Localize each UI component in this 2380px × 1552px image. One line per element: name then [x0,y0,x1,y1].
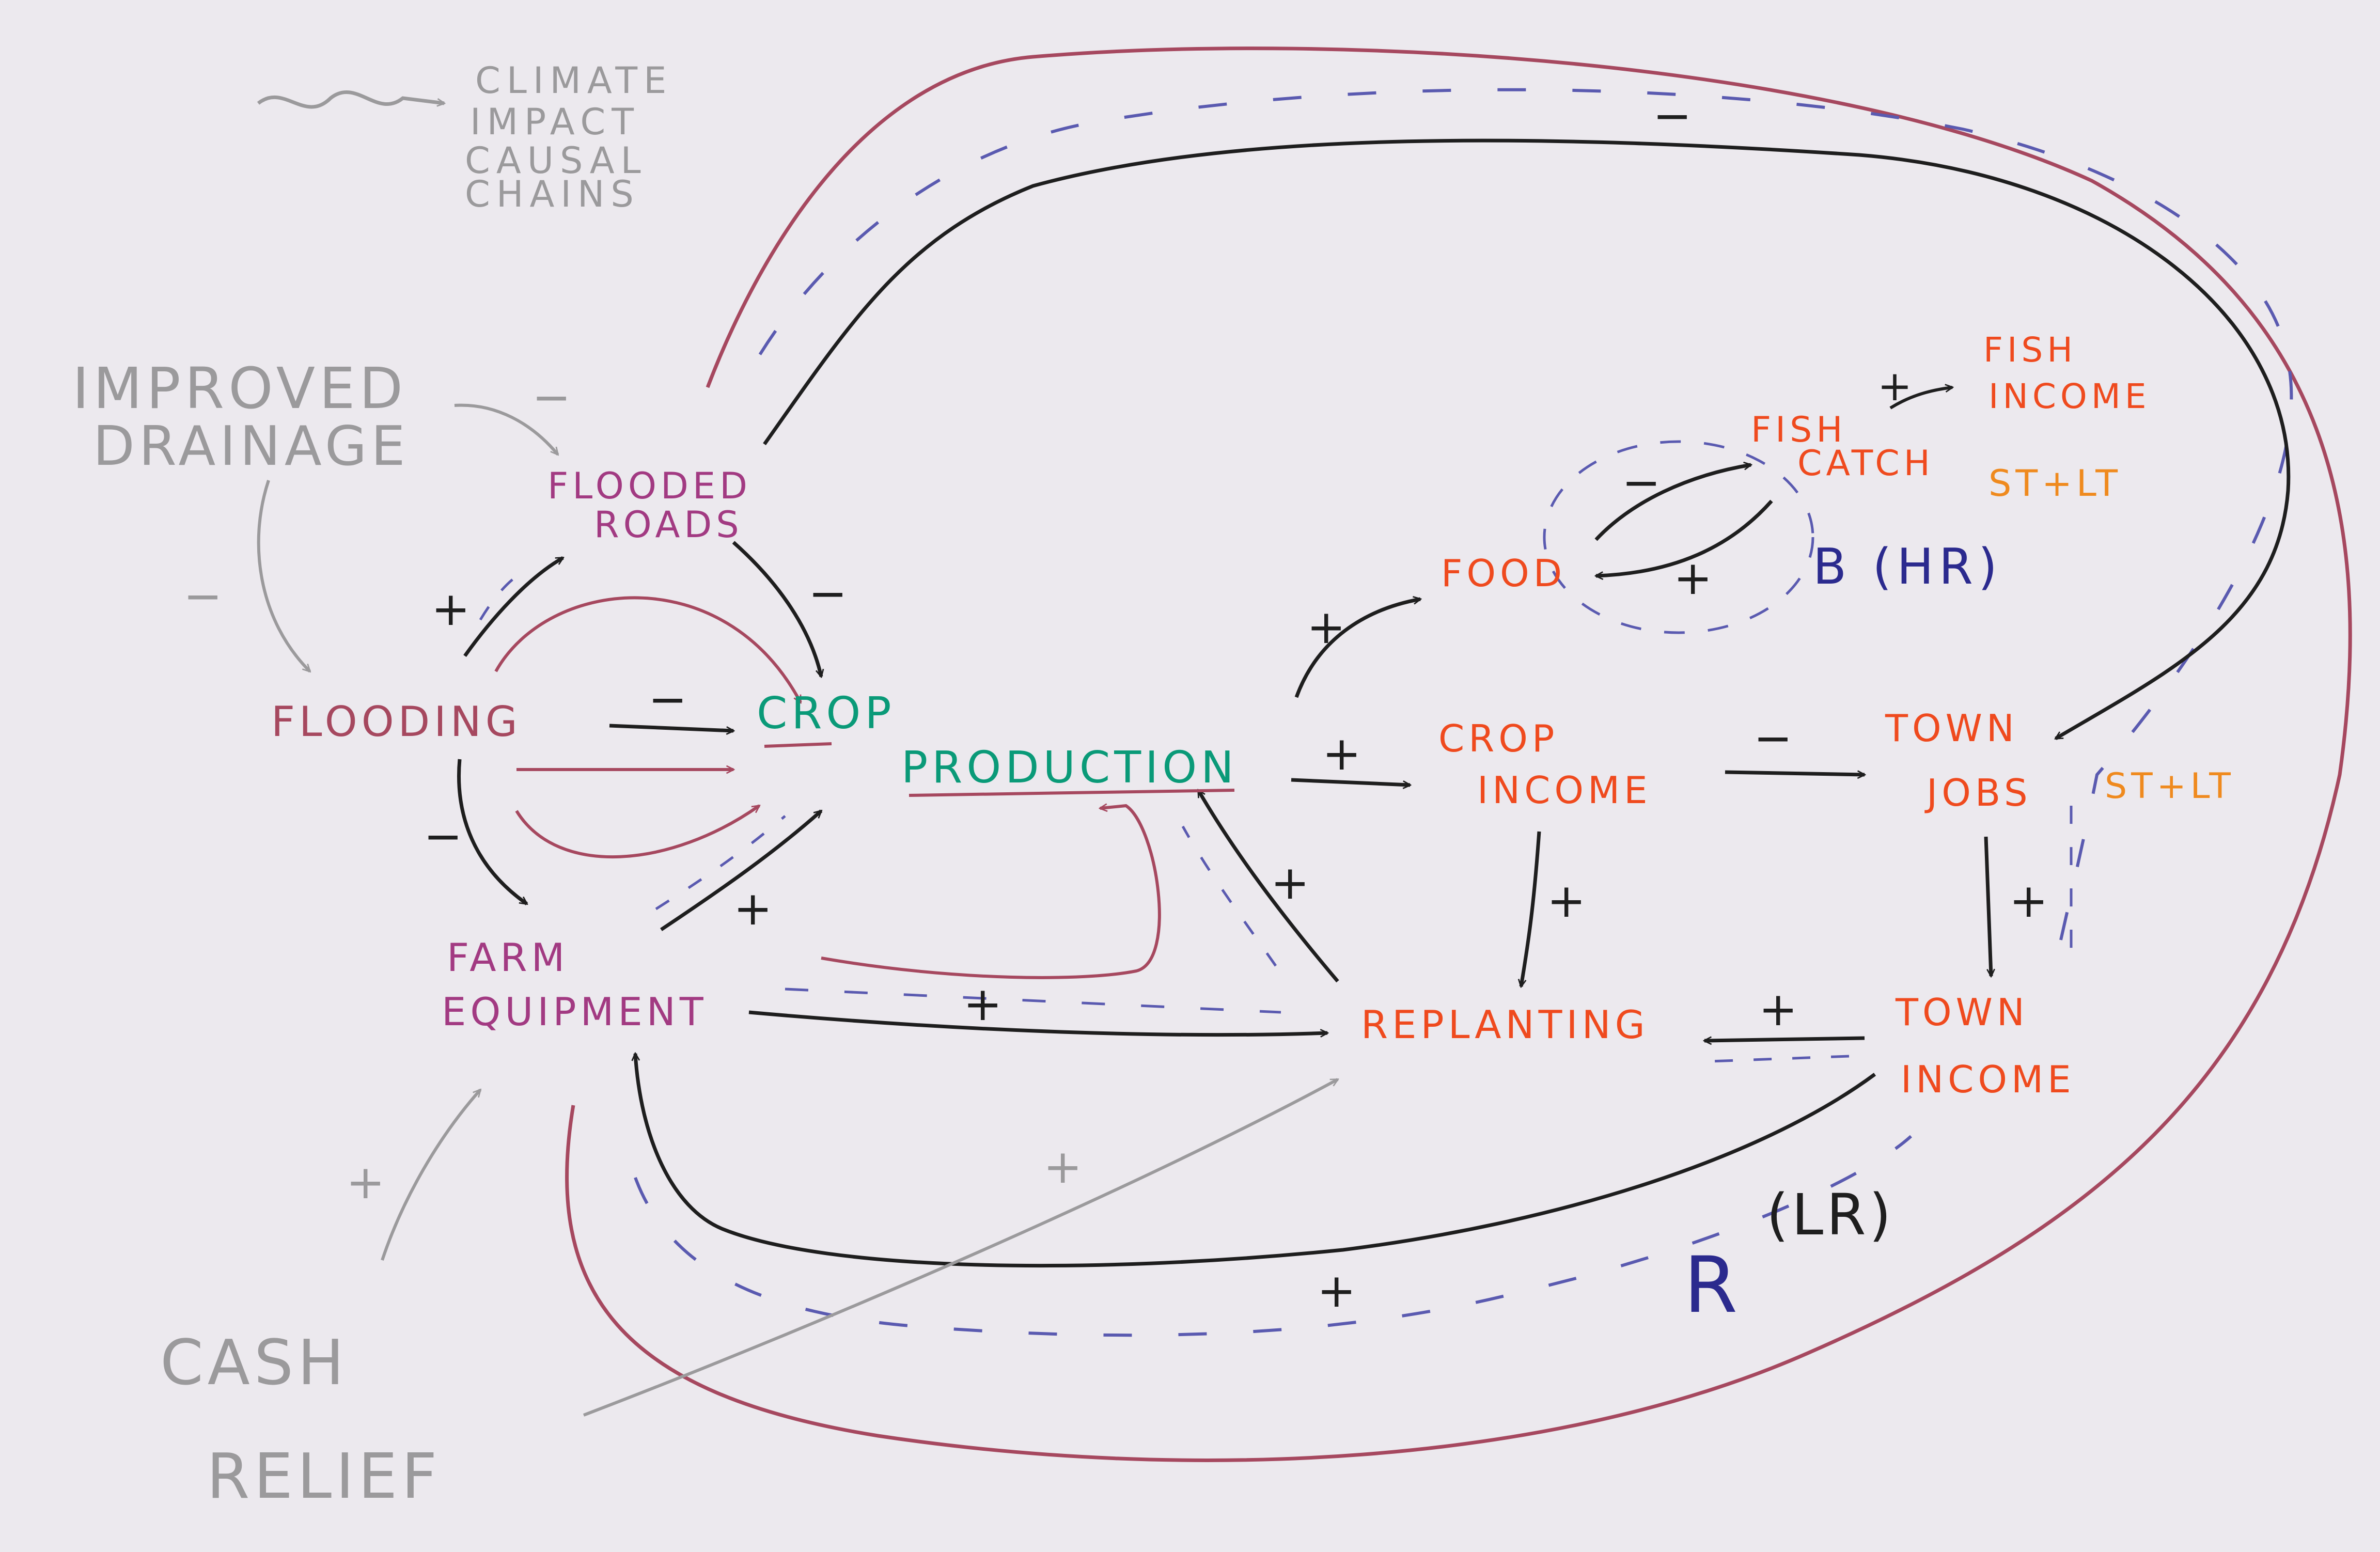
arrow-equipment-to-replanting-dash [785,987,1281,1014]
polarity-cash-to-equipment: + [346,1155,385,1210]
maroon-equipment-to-production [821,806,1161,979]
polarity-flooding-to-crop: − [648,672,687,727]
arrow-production-to-food [1294,599,1420,698]
arrow-roads-to-jobs [763,138,2291,741]
balancing-loop-label: B (HR) [1813,539,2002,595]
polarity-jobs-to-townincome: + [2009,874,2048,928]
fish-catch-label-2: CATCH [1797,443,1934,484]
legend-text-line1: CLIMATE [475,59,672,102]
food-label: FOOD [1441,552,1566,595]
arrow-cash-to-replanting [583,1078,1338,1417]
arrow-jobs-to-townincome [1984,836,1991,976]
arrow-food-to-fish [1594,465,1751,541]
polarity-replanting-to-production: + [1271,856,1309,910]
production-label: PRODUCTION [901,742,1238,793]
arrow-townincome-to-replanting-dash [1709,1055,1850,1063]
arrow-flooding-to-roads-dash [479,572,523,621]
polarity-townincome-to-replanting: + [1759,982,1797,1037]
polarity-income-to-jobs: − [1753,711,1792,765]
polarity-drainage-to-roads: − [532,370,571,425]
crop-income-label-2: INCOME [1477,769,1652,812]
polarity-food-to-fish: − [1622,456,1661,510]
arrow-equipment-to-replanting [748,1010,1327,1035]
jobs-st-lt-label: ST+LT [2105,766,2235,807]
town-income-label-2: INCOME [1901,1058,2075,1101]
polarity-flooding-to-equipment: − [424,809,462,864]
polarity-production-to-income: + [1322,727,1361,781]
flooded-roads-label-2: ROADS [594,504,743,546]
town-income-label-1: TOWN [1895,991,2029,1034]
arrow-drainage-to-roads [454,403,558,454]
town-jobs-label-1: TOWN [1885,707,2018,750]
legend: CLIMATE IMPACT CAUSAL CHAINS [257,59,672,215]
production-underline [909,789,1235,797]
crop-income-label-1: CROP [1438,717,1558,760]
arrow-drainage-to-flooding [257,480,310,671]
arrow-production-to-income [1291,778,1410,785]
cash-relief-label-1: CASH [160,1327,348,1399]
flooding-label: FLOODING [271,698,522,746]
legend-text-line2: IMPACT [470,101,640,143]
outer-loop-dashes [634,88,2293,1337]
maroon-arc-upper [494,596,802,702]
polarity-fish-to-income: + [1877,362,1912,410]
fish-catch-label-1: FISH [1751,410,1846,450]
legend-squiggle [257,90,444,109]
polarity-production-to-food: + [1307,600,1345,654]
arrow-cash-to-equipment [381,1090,480,1261]
improved-drainage-label-1: IMPROVED [72,355,407,421]
arrow-income-to-jobs [1725,772,1865,775]
fish-st-lt-label: ST+LT [1988,462,2122,505]
arrow-flooding-to-roads [463,556,563,657]
polarity-cash-to-replanting: + [1043,1140,1082,1194]
flooded-roads-label-1: FLOODED [547,465,751,507]
arrow-roads-to-crop [732,541,821,677]
arrow-income-to-replanting [1521,831,1541,986]
polarity-townincome-to-equipment: + [1317,1264,1356,1318]
polarity-income-to-replanting: + [1547,874,1586,928]
crop-label: CROP [757,688,896,739]
cash-relief-label-2: RELIEF [207,1441,441,1513]
replanting-label: REPLANTING [1361,1002,1649,1047]
arrow-equipment-to-crop [660,809,821,931]
polarity-equipment-to-replanting: + [963,977,1002,1031]
fish-income-label-1: FISH [1983,330,2077,370]
town-jobs-label-2: JOBS [1924,771,2032,814]
arrow-townincome-to-replanting [1704,1038,1865,1041]
arrow-flooding-to-crop [609,724,733,731]
arrow-flooding-to-equipment [457,759,527,905]
arrow-replanting-to-production [1196,790,1339,983]
polarity-roads-to-jobs: − [1653,89,1692,143]
outer-loop-band [565,46,2352,1462]
arrow-equipment-to-crop-dash [655,815,786,911]
arrow-fish-to-food [1596,499,1773,576]
maroon-arc-lower [515,804,759,859]
fish-income-label-2: INCOME [1988,377,2151,416]
legend-text-line4: CHAINS [465,173,640,215]
polarity-drainage-to-flooding: − [183,569,222,623]
crop-underline [764,742,832,748]
balancing-loop-ring [1543,440,1814,634]
polarity-roads-to-crop: − [808,567,847,621]
arrow-replanting-to-production-dash [1181,825,1277,967]
farm-equipment-label-2: EQUIPMENT [442,989,708,1034]
arrow-townincome-to-equipment [635,1054,1876,1268]
polarity-flooding-to-roads: + [431,582,470,636]
polarity-fish-to-food: + [1673,551,1712,605]
polarity-equipment-to-crop: + [733,882,772,936]
legend-text-line3: CAUSAL [465,139,647,182]
reinforcing-loop-tag: (LR) [1766,1182,1894,1248]
reinforcing-loop-letter: R [1684,1241,1737,1330]
improved-drainage-label-2: DRAINAGE [93,415,410,478]
arrow-fish-to-income [1889,387,1952,410]
farm-equipment-label-1: FARM [447,935,569,980]
